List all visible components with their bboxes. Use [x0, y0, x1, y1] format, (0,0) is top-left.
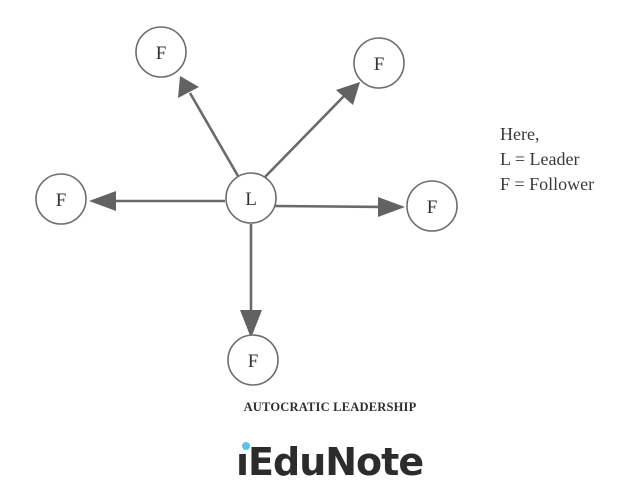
edge-to-bottom-follower — [240, 224, 262, 338]
edge-to-right-follower — [274, 197, 405, 217]
follower-node-bottom: F — [227, 334, 279, 386]
follower-node-label: F — [156, 43, 167, 64]
leader-node: L — [225, 172, 277, 224]
logo-wordmark-rest: EduNote — [248, 440, 424, 484]
follower-node-top-right: F — [353, 37, 405, 89]
follower-node-label: F — [56, 190, 67, 211]
diagram-caption: AUTOCRATIC LEADERSHIP — [243, 400, 417, 414]
follower-node-label: F — [374, 54, 385, 75]
follower-node-label: F — [427, 197, 438, 218]
legend: Here, L = Leader F = Follower — [500, 122, 594, 197]
legend-leader-definition: L = Leader — [500, 149, 580, 169]
legend-heading: Here, — [500, 124, 540, 144]
follower-node-right: F — [406, 180, 458, 232]
edge-to-left-follower — [89, 191, 225, 211]
logo-dot-accent — [242, 442, 250, 450]
follower-node-label: F — [248, 351, 259, 372]
follower-node-left: F — [35, 173, 87, 225]
edge-to-top-right-follower — [264, 82, 360, 178]
leader-node-label: L — [245, 189, 257, 210]
follower-node-top-left: F — [135, 26, 187, 78]
edge-to-top-left-follower — [178, 76, 240, 177]
logo-i-letter: ı — [236, 440, 250, 484]
legend-follower-definition: F = Follower — [500, 174, 595, 194]
